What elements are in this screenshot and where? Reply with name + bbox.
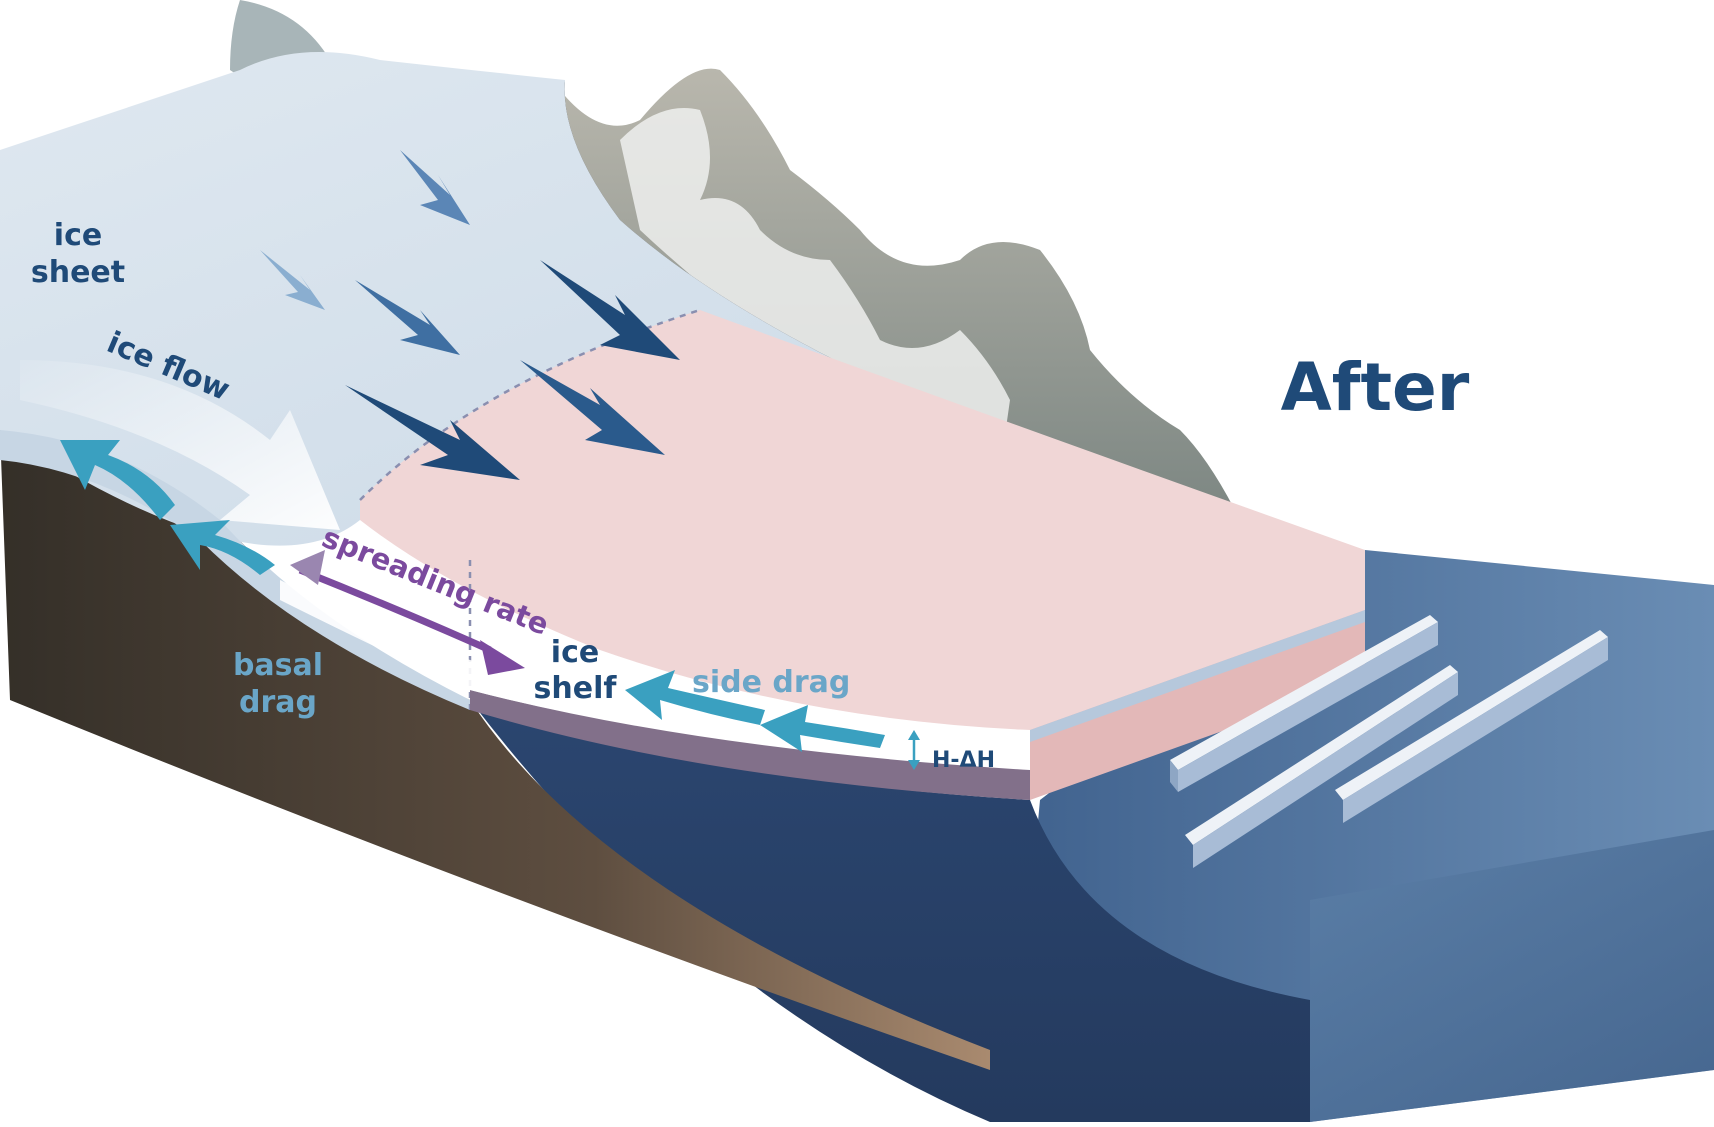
basal-drag-label-line2: drag: [239, 685, 317, 720]
ice-shelf-label-line1: ice: [551, 635, 599, 670]
diagram-title: After: [1281, 349, 1470, 426]
ice-sheet-label-line2: sheet: [31, 255, 125, 290]
side-drag-label: side drag: [692, 665, 850, 700]
ice-sheet-label-line1: ice: [54, 218, 102, 253]
ice-shelf-label-line2: shelf: [534, 671, 618, 706]
thickness-label: H-ΔH: [932, 748, 995, 773]
basal-drag-label-line1: basal: [233, 648, 323, 683]
